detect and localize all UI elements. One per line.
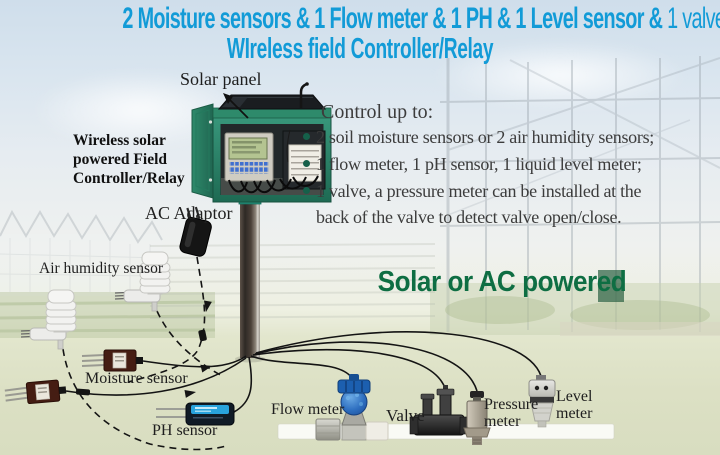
cable-air-humidity-2 — [156, 310, 225, 378]
level-meter-device — [528, 375, 556, 428]
ac-adapter-device — [179, 206, 212, 257]
pressure-meter-label: Pressure meter — [484, 396, 538, 430]
cable-valve — [252, 348, 446, 389]
crops-right — [430, 270, 720, 336]
title-line1-regular: 1 valve — [667, 2, 720, 35]
crops-left — [0, 292, 216, 338]
feature-bullet-3-continuation: back of the valve to detect valve open/c… — [316, 207, 622, 227]
features-heading: Control up to: — [321, 101, 434, 123]
pressure-meter-label-line2: meter — [484, 413, 521, 430]
internal-wiring — [228, 175, 319, 194]
title-line-1: 2 Moisture sensors & 1 Flow meter & 1 PH… — [122, 2, 720, 36]
controller-label-line1: Wireless solar — [73, 132, 166, 149]
level-meter-label-line1: Level — [556, 388, 593, 405]
cabinet-door — [191, 103, 214, 199]
air-humidity-sensor-label: Air humidity sensor — [39, 260, 163, 277]
title-line1-bold: 2 Moisture sensors & 1 Flow meter & 1 PH… — [122, 2, 668, 35]
feature-bullet-2-text: 1 flow meter, 1 pH sensor, 1 liquid leve… — [316, 154, 642, 174]
level-meter-label-line2: meter — [556, 405, 593, 422]
cable-ph-sensor — [233, 356, 253, 413]
controller-label: Wireless solar powered Field Controller/… — [73, 131, 185, 188]
feature-bullet-3: 1 valve, a pressure meter can be install… — [303, 181, 641, 202]
bullet-dot — [303, 160, 310, 167]
moisture-sensor-label: Moisture sensor — [85, 370, 188, 387]
feature-bullet-1-text: 2 soil moisture sensors or 2 air humidit… — [316, 127, 654, 147]
greenhouse-left-structure — [0, 209, 163, 296]
moisture-sensor-2 — [4, 379, 67, 405]
valve-label: Valve — [386, 406, 425, 425]
bullet-dot — [303, 187, 310, 194]
cable-flow-meter — [250, 355, 353, 379]
feature-bullet-1: 2 soil moisture sensors or 2 air humidit… — [303, 127, 654, 148]
cable-direction-arrows — [75, 300, 212, 398]
solar-panel-arrow — [223, 93, 249, 119]
solar-panel-label: Solar panel — [180, 69, 262, 89]
cable-pressure-meter — [254, 341, 478, 392]
mounting-pole — [235, 196, 265, 363]
center-slats — [149, 243, 436, 319]
cable-air-humidity-1 — [62, 348, 227, 451]
keypad — [229, 162, 269, 174]
control-module — [224, 132, 274, 182]
flow-meter-device — [315, 374, 389, 441]
bullet-dot — [303, 133, 310, 140]
power-banner: Solar or AC powered — [377, 266, 627, 298]
flow-meter-label: Flow meter — [271, 401, 345, 418]
title-line-2: WIreless field Controller/Relay — [226, 33, 494, 65]
ph-sensor-label: PH sensor — [152, 422, 218, 439]
feature-bullet-3-text: 1 valve, a pressure meter can be install… — [316, 181, 642, 201]
cloud-shape — [430, 40, 690, 110]
ac-adaptor-label: AC Adaptor — [145, 203, 233, 223]
cable-level-meter — [255, 331, 542, 377]
ph-sensor-device — [156, 402, 235, 426]
air-humidity-sensor-2 — [114, 251, 171, 312]
moisture-sensor-1 — [81, 349, 143, 372]
pressure-meter-device — [463, 391, 491, 445]
controller-device — [191, 82, 332, 203]
controller-label-line3: Controller/Relay — [73, 170, 185, 187]
feature-bullet-2: 1 flow meter, 1 pH sensor, 1 liquid leve… — [303, 154, 642, 175]
air-humidity-sensor-1 — [20, 289, 77, 350]
valve-device — [409, 385, 469, 436]
pressure-meter-label-line1: Pressure — [484, 396, 539, 413]
level-meter-label: Level meter — [556, 388, 592, 422]
controller-label-line2: powered Field — [73, 151, 167, 168]
cable-ac-adaptor — [127, 256, 206, 383]
